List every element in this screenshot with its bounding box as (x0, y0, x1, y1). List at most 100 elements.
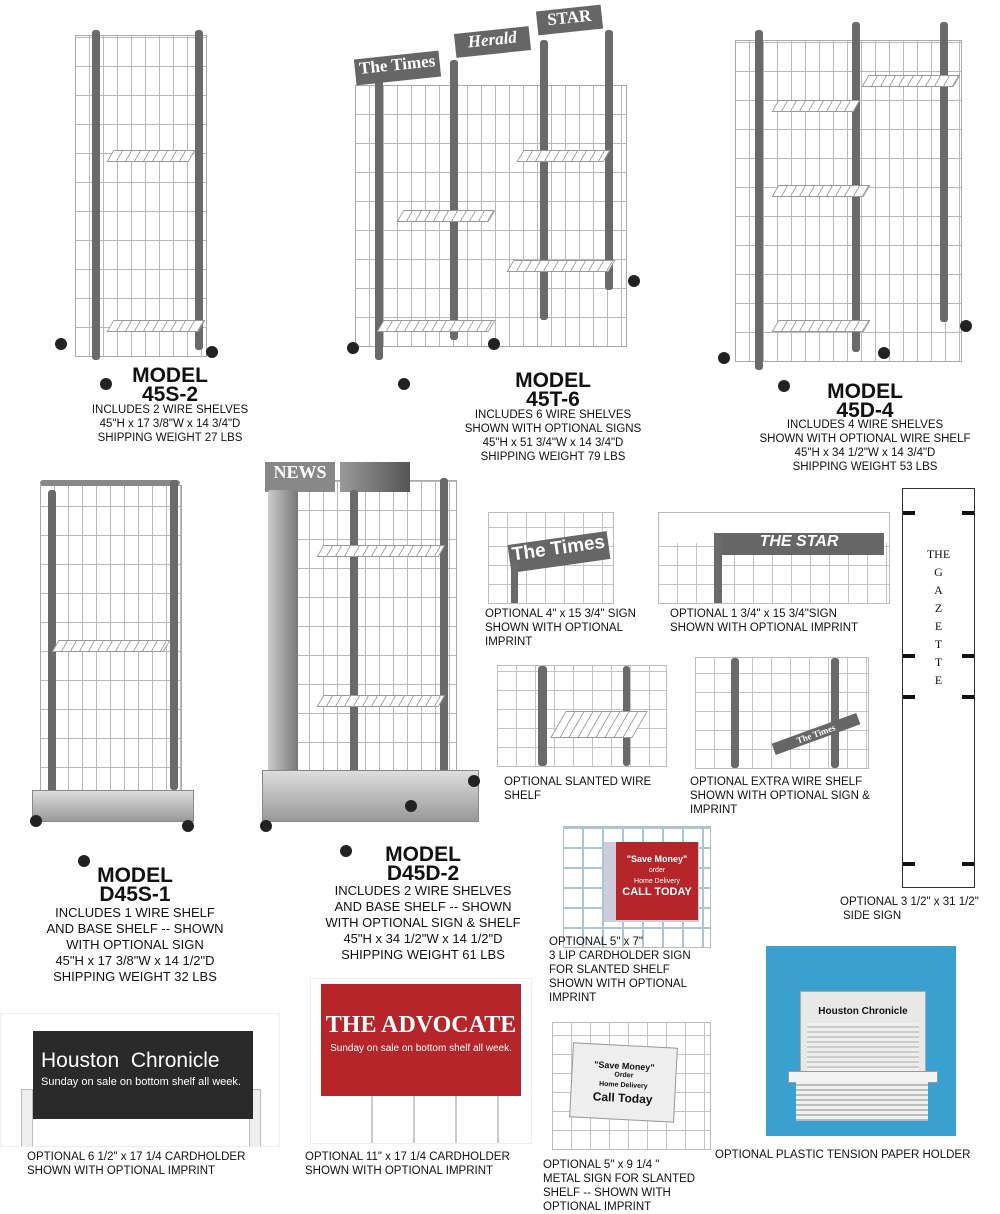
side-sign-image: THE G A Z E T T E (902, 488, 975, 888)
model-number: D45S-1 (99, 883, 171, 906)
spec-line: SHIPPING WEIGHT 32 LBS (53, 969, 217, 984)
spec-line: INCLUDES 4 WIRE SHELVES (786, 419, 944, 431)
imprint-line: Home Delivery (634, 878, 680, 885)
model-number: 45T-6 (526, 388, 580, 411)
sign-star: STAR (535, 4, 604, 36)
houston-cardholder-image: Houston Chronicle Sunday on sale on bott… (0, 1013, 280, 1147)
model-d45s-1-specs: INCLUDES 1 WIRE SHELF AND BASE SHELF -- … (25, 905, 245, 985)
caption-line: OPTIONAL EXTRA WIRE SHELF (690, 776, 863, 788)
model-label: MODEL (97, 864, 173, 887)
houston-caption: OPTIONAL 6 1/2" x 17 1/4 CARDHOLDER SHOW… (27, 1150, 245, 1178)
model-45s-2-specs: INCLUDES 2 WIRE SHELVES 45"H x 17 3/8"W … (70, 403, 270, 445)
caption-line: SHOWN WITH OPTIONAL (485, 622, 623, 634)
caption-line: OPTIONAL IMPRINT (543, 1201, 652, 1213)
times-sign-caption: OPTIONAL 4" x 15 3/4" SIGN SHOWN WITH OP… (485, 607, 636, 649)
model-number: D45D-2 (386, 862, 460, 885)
imprint-line: "Save Money" (626, 854, 688, 864)
caption-line: OPTIONAL 6 1/2" x 17 1/4 CARDHOLDER (27, 1151, 246, 1163)
sign-imprint: THE STAR (714, 533, 884, 555)
advocate-title: THE ADVOCATE (325, 1012, 517, 1038)
cardholder-imprint: "Save Money" order Home Delivery CALL TO… (616, 842, 698, 920)
spec-line: INCLUDES 6 WIRE SHELVES (474, 409, 632, 421)
side-sign-letter: T (934, 637, 943, 651)
side-sign-letter: T (934, 655, 943, 669)
spec-line: SHIPPING WEIGHT 61 LBS (341, 947, 505, 962)
houston-subtitle: Sunday on sale on bottom shelf all week. (41, 1076, 241, 1088)
caption-line: IMPRINT (549, 992, 597, 1004)
caption-line: OPTIONAL SLANTED WIRE (504, 776, 652, 788)
sign-the-times: The Times (353, 50, 442, 86)
side-sign-top: THE (926, 547, 951, 561)
spec-line: 45"H x 51 3/4"W x 14 3/4"D (482, 437, 624, 449)
side-sign-letter: E (934, 673, 943, 687)
model-d45d-2-specs: INCLUDES 2 WIRE SHELVES AND BASE SHELF -… (308, 883, 538, 963)
metal-sign-image: "Save Money" Order Home Delivery Call To… (552, 1022, 711, 1150)
caption-line: SHOWN WITH OPTIONAL (549, 978, 687, 990)
spec-line: INCLUDES 2 WIRE SHELVES (91, 404, 249, 416)
caption-line: FOR SLANTED SHELF (549, 964, 670, 976)
spec-line: SHOWN WITH OPTIONAL WIRE SHELF (759, 433, 971, 445)
paper-holder-image: Houston Chronicle (766, 946, 956, 1136)
model-d45d-2-title: MODEL D45D-2 (363, 843, 483, 885)
spec-line: WITH OPTIONAL SIGN & SHELF (325, 915, 521, 930)
star-sign-caption: OPTIONAL 1 3/4" x 15 3/4"SIGN SHOWN WITH… (670, 607, 858, 635)
model-45s-2-title: MODEL 45S-2 (110, 365, 230, 406)
slanted-shelf-image (497, 665, 667, 767)
spec-line: INCLUDES 2 WIRE SHELVES (334, 883, 512, 898)
caption-line: OPTIONAL PLASTIC TENSION PAPER HOLDER (715, 1149, 971, 1161)
caption-line: SHOWN WITH OPTIONAL SIGN & (690, 790, 870, 802)
caption-line: SHOWN WITH OPTIONAL IMPRINT (670, 622, 859, 634)
advocate-caption: OPTIONAL 11" x 17 1/4 CARDHOLDER SHOWN W… (305, 1150, 510, 1178)
caption-line: OPTIONAL 5" x 7" (549, 936, 644, 948)
model-label: MODEL (515, 369, 591, 392)
spec-line: SHIPPING WEIGHT 27 LBS (97, 432, 243, 444)
side-sign-letter: A (934, 583, 943, 597)
model-45d-4-title: MODEL 45D-4 (805, 380, 925, 422)
extra-shelf-caption: OPTIONAL EXTRA WIRE SHELF SHOWN WITH OPT… (690, 775, 870, 817)
caption-line: OPTIONAL 1 3/4" x 15 3/4"SIGN (670, 608, 837, 620)
advocate-sign: THE ADVOCATE Sunday on sale on bottom sh… (321, 984, 521, 1096)
caption-line: METAL SIGN FOR SLANTED (543, 1173, 696, 1185)
model-label: MODEL (385, 843, 461, 866)
model-number: 45D-4 (836, 399, 894, 422)
model-45d-4-specs: INCLUDES 4 WIRE SHELVES SHOWN WITH OPTIO… (735, 418, 995, 474)
sign-news-top: NEWS (265, 462, 335, 492)
cardholder-5x7-image: "Save Money" order Home Delivery CALL TO… (563, 826, 711, 948)
extra-shelf-image: The Times (695, 657, 869, 769)
model-d45s-1-title: MODEL D45S-1 (75, 864, 195, 906)
spec-line: 45"H x 34 1/2"W x 14 1/2"D (343, 931, 503, 946)
side-sign-letter: Z (934, 601, 943, 615)
spec-line: WITH OPTIONAL SIGN (66, 937, 204, 952)
imprint-line: order (648, 867, 666, 874)
caption-line: SIDE SIGN (843, 910, 902, 922)
advocate-subtitle: Sunday on sale on bottom shelf all week. (330, 1043, 512, 1054)
spec-line: 45"H x 17 3/8"W x 14 1/2"D (55, 953, 215, 968)
caption-line: IMPRINT (485, 636, 533, 648)
times-sign-image: The Times (488, 512, 614, 604)
caption-line: 3 LIP CARDHOLDER SIGN (549, 950, 691, 962)
model-45t-6-title: MODEL 45T-6 (493, 369, 613, 411)
side-sign-text: THE G A Z E T T E (903, 545, 974, 689)
cardholder-5x7-caption: OPTIONAL 5" x 7" 3 LIP CARDHOLDER SIGN F… (549, 935, 691, 1005)
spec-line: 45"H x 34 1/2"W x 14 3/4"D (794, 447, 936, 459)
spec-line: AND BASE SHELF -- SHOWN (334, 899, 512, 914)
newspaper-title: Houston Chronicle (818, 1006, 908, 1017)
spec-line: SHIPPING WEIGHT 53 LBS (792, 461, 938, 473)
caption-line: SHELF (504, 790, 542, 802)
houston-title: Houston Chronicle (41, 1049, 220, 1072)
paper-holder-caption: OPTIONAL PLASTIC TENSION PAPER HOLDER (715, 1148, 970, 1162)
caption-line: SHELF -- SHOWN WITH (543, 1187, 671, 1199)
caption-line: IMPRINT (690, 804, 738, 816)
model-number: 45S-2 (141, 383, 199, 406)
spec-line: SHOWN WITH OPTIONAL SIGNS (464, 423, 642, 435)
caption-line: OPTIONAL 11" x 17 1/4 CARDHOLDER (305, 1151, 510, 1163)
spec-line: 45"H x 17 3/8"W x 14 3/4"D (99, 418, 241, 430)
spec-line: SHIPPING WEIGHT 79 LBS (480, 451, 626, 463)
houston-sign: Houston Chronicle Sunday on sale on bott… (33, 1031, 253, 1119)
spec-line: AND BASE SHELF -- SHOWN (46, 921, 224, 936)
advocate-cardholder-image: THE ADVOCATE Sunday on sale on bottom sh… (310, 978, 532, 1144)
metal-sign-caption: OPTIONAL 5" x 9 1/4 " METAL SIGN FOR SLA… (543, 1158, 695, 1214)
spec-line: INCLUDES 1 WIRE SHELF (55, 905, 215, 920)
slanted-shelf-caption: OPTIONAL SLANTED WIRE SHELF (504, 775, 651, 803)
model-label: MODEL (827, 380, 903, 403)
